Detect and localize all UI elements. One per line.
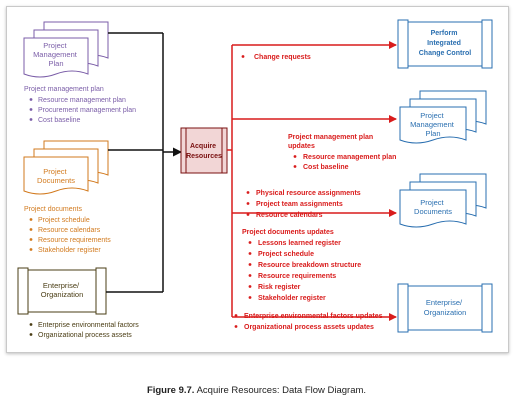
- input-pm-plan-list: Resource management plan Procurement man…: [29, 97, 136, 124]
- input-pm-plan-heading: Project management plan: [24, 86, 104, 93]
- input-project-documents-heading: Project documents: [24, 206, 82, 213]
- list-item: Stakeholder register: [258, 295, 326, 302]
- list-item: Cost baseline: [38, 117, 81, 124]
- input-enterprise-list: Enterprise environmental factors Organiz…: [29, 322, 139, 339]
- list-item: Risk register: [258, 284, 301, 291]
- list-item: Organizational process assets updates: [244, 324, 374, 331]
- input-connectors: [106, 32, 182, 293]
- output-connectors: [227, 41, 397, 321]
- list-item: Resource calendars: [256, 212, 323, 219]
- list-item: Cost baseline: [303, 164, 349, 171]
- output-pm-plan-updates-list: Resource management plan Cost baseline: [293, 154, 396, 171]
- list-item: Project schedule: [38, 217, 90, 224]
- list-item: Organizational process assets: [38, 332, 132, 339]
- input-pm-plan-shape: [23, 21, 109, 78]
- caption-label: Figure 9.7.: [146, 385, 195, 396]
- list-item: Stakeholder register: [38, 247, 101, 254]
- output-org-updates-list: Enterprise environmental factors updates…: [234, 313, 383, 331]
- list-item: Resource management plan: [303, 154, 396, 161]
- process-label: Acquire Resources: [186, 143, 222, 160]
- input-pm-plan-label: Project Management Plan: [33, 41, 79, 68]
- input-project-documents-label: Project Documents: [37, 167, 75, 185]
- output-documents-updates-backdrop: [238, 224, 358, 304]
- list-item: Project team assignments: [256, 201, 343, 208]
- target-integrated-change-control-label: Perform Integrated Change Control: [419, 30, 472, 57]
- target-project-documents-label: Project Documents: [414, 198, 452, 216]
- list-item: Resource management plan: [38, 97, 126, 104]
- process-acquire-resources: [180, 127, 228, 174]
- list-item: Resource requirements: [258, 273, 336, 280]
- input-project-documents-shape: [23, 140, 109, 195]
- output-direct-list: Physical resource assignments Project te…: [246, 190, 361, 219]
- list-item: Resource breakdown structure: [258, 262, 361, 269]
- list-item: Procurement management plan: [38, 107, 136, 114]
- target-enterprise-label: Enterprise/ Organization: [424, 298, 467, 317]
- list-item: Enterprise environmental factors updates: [244, 313, 383, 320]
- figure-caption: Figure 9.7. Acquire Resources: Data Flow…: [0, 385, 513, 396]
- input-project-documents-list: Project schedule Resource calendars Reso…: [29, 217, 111, 254]
- output-pm-plan-updates-heading: Project management plan updates: [288, 134, 375, 150]
- output-documents-updates-heading: Project documents updates: [242, 229, 334, 236]
- output-change-requests: Change requests: [254, 54, 311, 61]
- target-project-documents-shape: [399, 173, 487, 228]
- list-item: Project schedule: [258, 251, 314, 258]
- list-item: Resource requirements: [38, 237, 111, 244]
- target-pm-plan-shape: [399, 90, 487, 144]
- list-item: Physical resource assignments: [256, 190, 361, 197]
- input-enterprise-shape: [17, 267, 107, 315]
- list-item: Resource calendars: [38, 227, 101, 234]
- caption-text: Acquire Resources: Data Flow Diagram.: [196, 385, 367, 396]
- output-pm-plan-updates-backdrop: [283, 130, 395, 174]
- target-enterprise-shape: [397, 283, 493, 333]
- input-enterprise-label: Enterprise/ Organization: [41, 281, 84, 299]
- target-pm-plan-label: Project Management Plan: [410, 111, 456, 138]
- output-documents-updates-list: Lessons learned register Project schedul…: [248, 240, 361, 302]
- list-item: Lessons learned register: [258, 240, 341, 247]
- list-item: Enterprise environmental factors: [38, 322, 139, 329]
- target-integrated-change-control-shape: [397, 19, 493, 69]
